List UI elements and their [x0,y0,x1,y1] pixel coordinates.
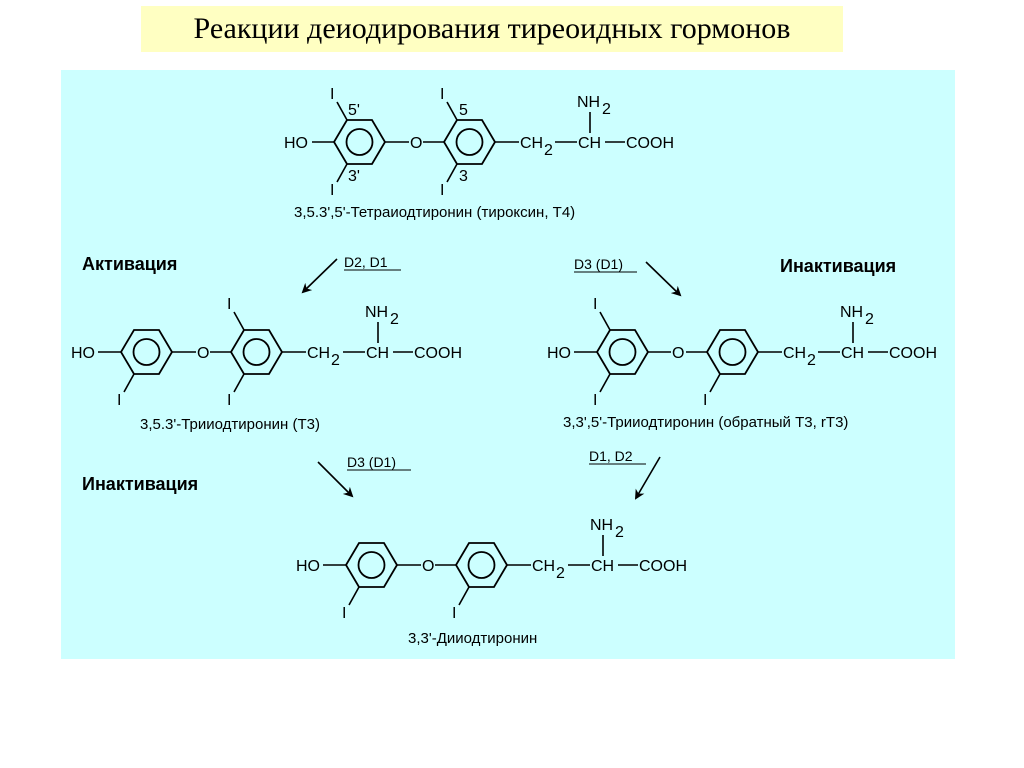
rt3-nh2-sub: 2 [865,311,874,328]
arrow-t4-to-rt3 [645,261,682,297]
t2-ch-label: CH [591,558,614,575]
rt3-cooh-label: COOH [889,345,937,362]
rt3-ch-label: CH [841,345,864,362]
reaction-panel [61,70,955,659]
t4-ring-right-circle [455,128,484,156]
enzyme-t3-to-t2: D3 (D1) [347,454,396,470]
enzyme-rt3-to-t2: D1, D2 [589,448,633,464]
t3-i-3prime: I [117,392,121,409]
heading-activation: Активация [82,254,177,274]
t2-ho-label: HO [296,558,320,575]
t4-nh2-sub: 2 [602,101,611,118]
t2-ring-left [344,542,399,588]
t4-ch2-label: CH [520,135,543,152]
t2-o-label: O [422,558,434,575]
rt3-ring-left [595,329,650,375]
t4-cooh-label: COOH [626,135,674,152]
t3-i-3: I [227,392,231,409]
t4-i-5prime: I [330,86,334,103]
t2-ch2-sub: 2 [556,565,565,582]
t3-nh2-sub: 2 [390,311,399,328]
t4-i-5: I [440,86,444,103]
t4-ring-right [442,119,497,165]
molecule-t2: HO O I I CH 2 CH COOH NH 2 3,3'-Дииодтир… [296,517,687,647]
t4-pos-3prime: 3' [348,168,360,185]
heading-inactivation-right: Инактивация [780,256,896,276]
t3-ch2-sub: 2 [331,352,340,369]
t4-ch2-sub: 2 [544,142,553,159]
t3-o-label: O [197,345,209,362]
t4-ch-label: CH [578,135,601,152]
rt3-o-label: O [672,345,684,362]
t4-pos-3: 3 [459,168,468,185]
t4-i-3prime: I [330,182,334,199]
rt3-ch2-label: CH [783,345,806,362]
t2-i-3prime: I [342,605,346,622]
rt3-nh2-label: NH [840,304,863,321]
t4-caption: 3,5.3',5'-Тетраиодтиронин (тироксин, Т4) [294,204,575,221]
molecule-t3: HO O I I I CH 2 CH COOH NH 2 3,5.3'-Трии… [71,296,462,433]
rt3-ch2-sub: 2 [807,352,816,369]
t4-i-3: I [440,182,444,199]
t2-i-3: I [452,605,456,622]
t3-ring-left [119,329,174,375]
t4-ring-left [332,119,387,165]
t3-cooh-label: COOH [414,345,462,362]
enzyme-t4-to-t3: D2, D1 [344,254,388,270]
rt3-i-3prime: I [593,392,597,409]
t3-caption: 3,5.3'-Трииодтиронин (Т3) [140,416,320,433]
t4-pos-5prime: 5' [348,102,360,119]
arrow-t4-to-t3 [301,258,338,294]
arrow-rt3-to-t2 [634,456,661,500]
rt3-i-5prime: I [593,296,597,313]
rt3-ring-right [705,329,760,375]
heading-inactivation-left: Инактивация [82,474,198,494]
t2-ch2-label: CH [532,558,555,575]
t4-ring-left-circle [345,128,374,156]
t2-cooh-label: COOH [639,558,687,575]
t2-caption: 3,3'-Дииодтиронин [408,630,537,647]
enzyme-t4-to-rt3: D3 (D1) [574,256,623,272]
t3-i-5: I [227,296,231,313]
t4-nh2-label: NH [577,94,600,111]
rt3-i-3: I [703,392,707,409]
arrow-t3-to-t2 [317,461,354,498]
rt3-caption: 3,3',5'-Трииодтиронин (обратный Т3, rТ3) [563,414,848,431]
t4-o-label: O [410,135,422,152]
t2-nh2-label: NH [590,517,613,534]
t3-nh2-label: NH [365,304,388,321]
t3-ring-right [229,329,284,375]
t3-ch2-label: CH [307,345,330,362]
molecule-t4: HO O I I I I 5' 3' 5 3 CH 2 CH COOH NH 2… [284,86,674,221]
t2-ring-right [454,542,509,588]
title-banner: Реакции деиодирования тиреоидных гормоно… [141,6,843,52]
t4-ho-label: HO [284,135,308,152]
t4-pos-5: 5 [459,102,468,119]
slide-title: Реакции деиодирования тиреоидных гормоно… [193,12,791,45]
t2-nh2-sub: 2 [615,524,624,541]
t3-ch-label: CH [366,345,389,362]
molecule-rt3: HO O I I I CH 2 CH COOH NH 2 3,3',5'-Три… [547,296,937,431]
rt3-ho-label: HO [547,345,571,362]
t3-ho-label: HO [71,345,95,362]
